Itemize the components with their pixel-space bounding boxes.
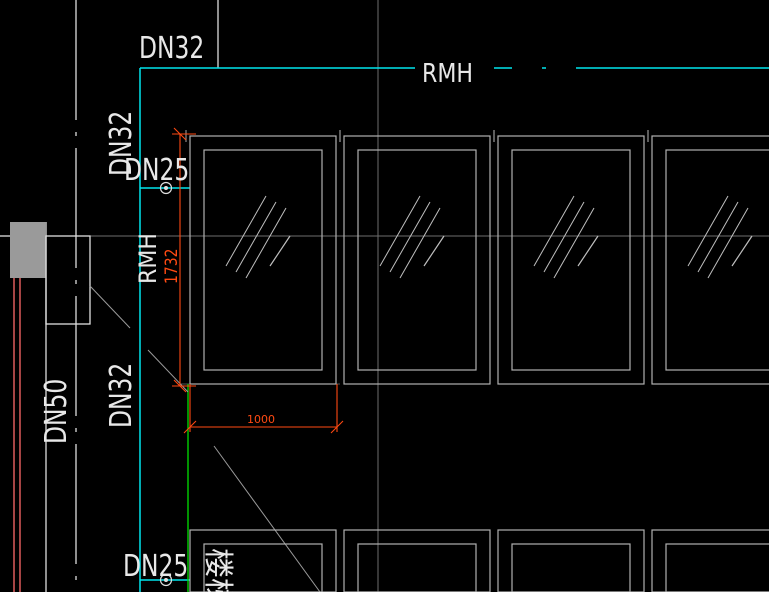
- valve-symbol-upper[interactable]: [159, 181, 173, 195]
- glass-hatch-line: [269, 235, 291, 267]
- glass-hatch-line: [707, 207, 749, 279]
- dimension-vertical: [172, 127, 196, 393]
- glass-hatch-line: [389, 201, 431, 273]
- glass-hatch-line: [235, 201, 277, 273]
- label-dn32-top: DN32: [139, 31, 204, 66]
- window-panel-outer: [497, 529, 645, 592]
- glass-hatch-line: [423, 235, 445, 267]
- window-panel-outer: [497, 135, 645, 385]
- window-panels: [185, 130, 769, 592]
- dimension-text-horizontal: 1000: [247, 413, 275, 426]
- glass-hatch-line: [731, 235, 753, 267]
- dimension-text-vertical: 1732: [162, 249, 182, 284]
- window-panel-inner: [511, 543, 631, 592]
- diagonal-lines: [89, 285, 321, 592]
- label-dn32-vertical-upper: DN32: [104, 111, 139, 176]
- window-panel-inner: [357, 149, 477, 371]
- label-dn50-vertical: DN50: [39, 379, 74, 444]
- glass-hatch-line: [553, 207, 595, 279]
- window-panel-outer: [651, 135, 769, 385]
- window-panel-outer: [651, 529, 769, 592]
- glass-hatch-line: [399, 207, 441, 279]
- label-dn25-lower: DN25: [123, 549, 188, 584]
- glass-hatch-line: [697, 201, 739, 273]
- window-panel-inner: [511, 149, 631, 371]
- glass-hatch-line: [543, 201, 585, 273]
- label-rmh-top: RMH: [422, 58, 473, 88]
- glass-hatch-line: [379, 195, 421, 267]
- glass-hatch-line: [577, 235, 599, 267]
- glass-hatch-line: [225, 195, 267, 267]
- label-dn25-upper: DN25: [124, 153, 189, 188]
- window-panel-outer: [343, 529, 491, 592]
- equipment-box-outline: [45, 235, 91, 325]
- glass-hatch-line: [533, 195, 575, 267]
- gray-equipment-block: [10, 222, 46, 278]
- dimension-horizontal: [183, 384, 344, 434]
- window-panel-outer: [343, 135, 491, 385]
- diagonal-line-1: [89, 285, 131, 329]
- cyan-pipes: [139, 67, 769, 592]
- window-panel-inner: [203, 543, 323, 592]
- label-rmh-vertical: RMH: [135, 233, 162, 284]
- glass-hatch-line: [687, 195, 729, 267]
- window-panel-inner: [665, 149, 769, 371]
- label-stair-text: 楼梯: [200, 548, 235, 592]
- window-panel-inner: [357, 543, 477, 592]
- glass-hatch-line: [245, 207, 287, 279]
- window-panel-inner: [665, 543, 769, 592]
- window-panel-outer: [189, 135, 337, 385]
- valve-symbol-lower[interactable]: [159, 573, 173, 587]
- window-panel-inner: [203, 149, 323, 371]
- diagonal-line-3: [213, 445, 321, 592]
- window-panel-outer: [189, 529, 337, 592]
- label-dn32-vertical-lower: DN32: [104, 363, 139, 428]
- diagonal-line-2: [147, 349, 189, 393]
